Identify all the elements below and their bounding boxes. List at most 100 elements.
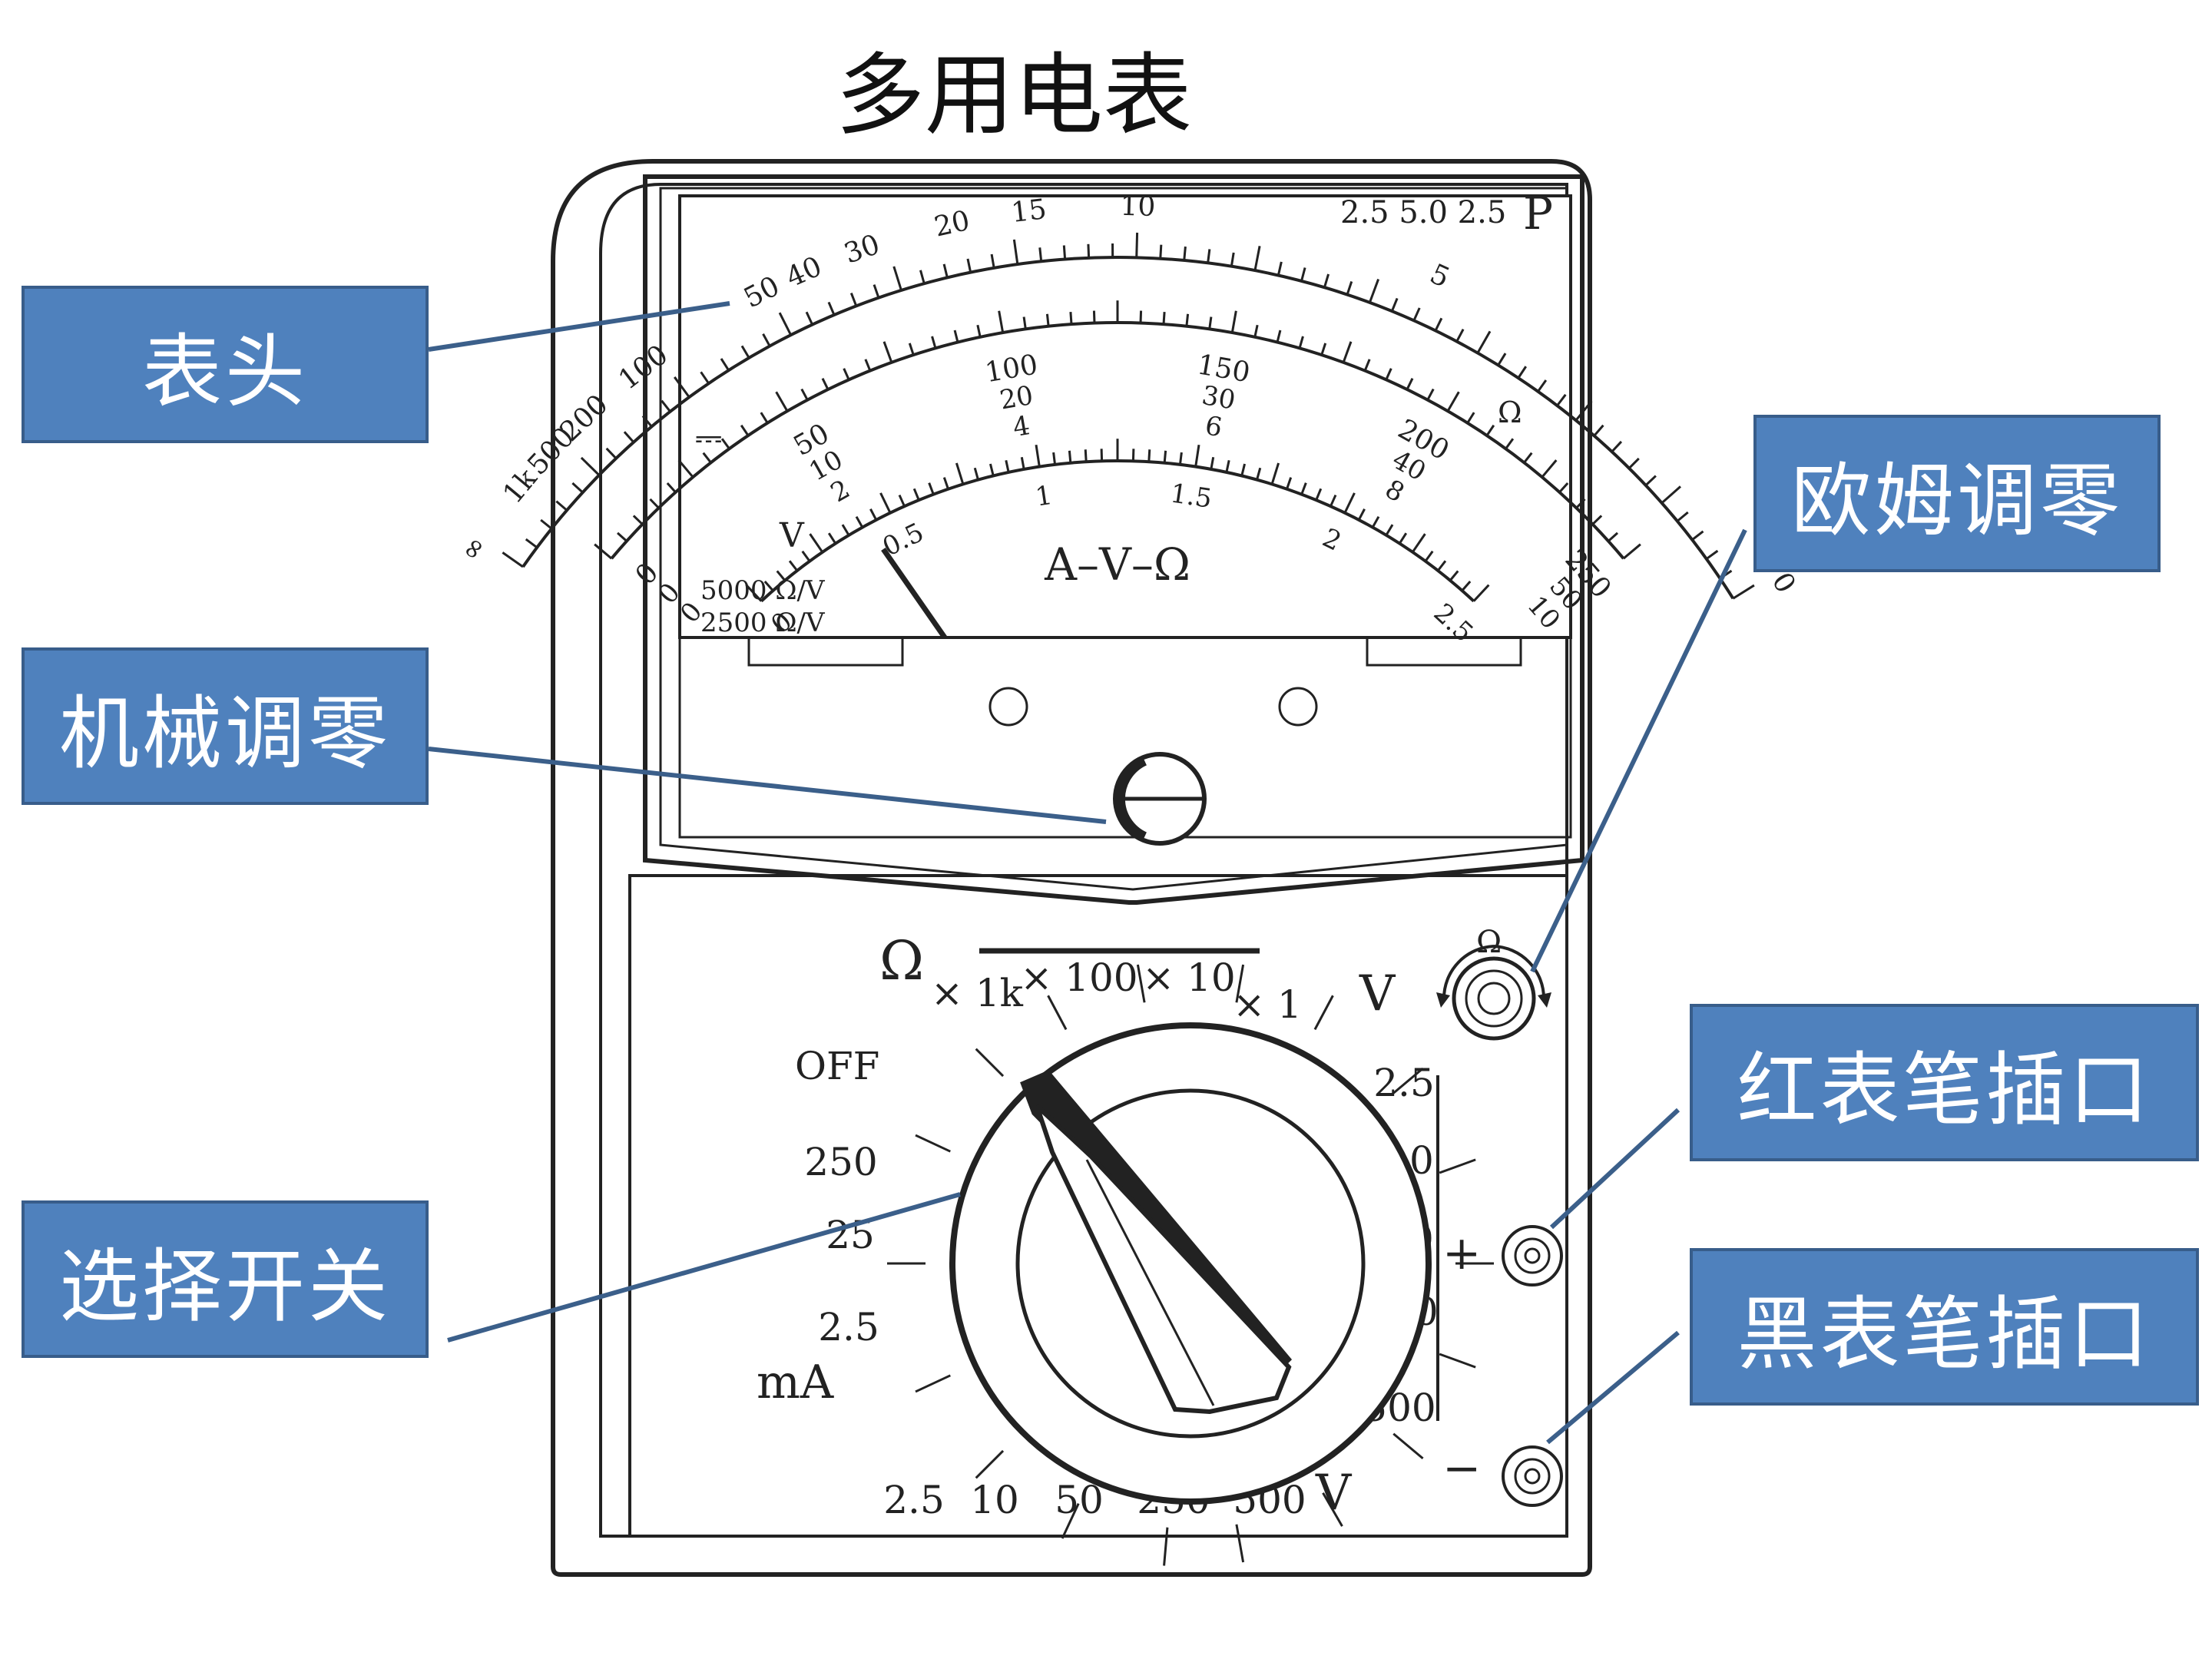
ohm-scale-tick bbox=[1040, 247, 1041, 261]
dcv-scale-tick bbox=[1593, 515, 1602, 524]
ac-scale-tick bbox=[1149, 449, 1150, 462]
dcv-scale-tick bbox=[1187, 314, 1188, 326]
dial-ma-250-label: 250 bbox=[804, 1140, 877, 1184]
ohm-scale-tick bbox=[1733, 585, 1753, 598]
dial-dcv-2.5-tick bbox=[976, 1451, 1003, 1478]
mirror-right bbox=[1367, 637, 1521, 665]
dial-ohm-100-label: × 100 bbox=[1020, 955, 1137, 1000]
ohm-unit-mark: Ω bbox=[1498, 396, 1522, 429]
dial-ohm-symbol: Ω bbox=[879, 929, 924, 992]
dcv-scale-tick bbox=[1624, 545, 1641, 559]
p-mark: P bbox=[1523, 187, 1553, 240]
label-meter-head: 表头 bbox=[22, 286, 429, 443]
ohm-scale-tick bbox=[1594, 426, 1604, 436]
dial-acv-10-tick bbox=[1439, 1160, 1475, 1173]
label-black-jack: 黑表笔插口 bbox=[1690, 1248, 2199, 1406]
red-jack-plus: + bbox=[1442, 1227, 1481, 1280]
ohm-scale-tick bbox=[556, 502, 567, 511]
ohm-scale-tick bbox=[1662, 486, 1681, 502]
ohm-scale-tick bbox=[624, 432, 634, 442]
dial-ma-2.5-tick bbox=[916, 1376, 950, 1392]
label-selector-switch: 选择开关 bbox=[22, 1200, 429, 1358]
ohm-scale-tick bbox=[526, 539, 537, 548]
ohm-scale-label: 10 bbox=[1120, 190, 1156, 223]
ohm-scale-tick bbox=[541, 520, 551, 528]
dcv-scale-tick bbox=[667, 483, 676, 492]
dial-off-tick bbox=[976, 1049, 1003, 1076]
dcv-scale-tick bbox=[650, 499, 658, 508]
class-text: 2.5 5.0 2.5 bbox=[1340, 195, 1506, 230]
mirror-left bbox=[749, 637, 902, 665]
dial-acv-2.5-label: 2.5 bbox=[1373, 1061, 1435, 1105]
dial-ohm-1k-label: × 1k bbox=[931, 971, 1024, 1015]
dial-knob-ohm: Ω bbox=[1476, 925, 1502, 960]
ohm-scale-label: ∞ bbox=[454, 530, 493, 567]
dial-acv-500-tick bbox=[1393, 1434, 1422, 1459]
black-jack-minus: − bbox=[1442, 1442, 1481, 1495]
ohm-scale-tick bbox=[1088, 244, 1089, 258]
leader-mech-zero bbox=[429, 749, 1106, 822]
dial-ohm-1k-tick bbox=[1048, 995, 1066, 1029]
label-mechanical-zero: 机械调零 bbox=[22, 647, 429, 805]
dcv-scale-tick bbox=[618, 533, 627, 541]
leader-red-jack bbox=[1551, 1110, 1678, 1227]
dial-dcv-250-tick bbox=[1237, 1525, 1243, 1562]
ohm-scale-tick bbox=[1612, 442, 1621, 452]
screw-right bbox=[1280, 688, 1316, 725]
ac-scale-tick bbox=[1180, 452, 1181, 465]
ac-scale-tick bbox=[1069, 451, 1070, 463]
ac-scale-tick bbox=[1085, 449, 1086, 462]
scale-center-text: A–V–Ω bbox=[1044, 538, 1190, 591]
ac-scale-label: 1.5 bbox=[1168, 478, 1214, 515]
dcv-mark: V bbox=[779, 516, 805, 555]
dcv-scale-tick bbox=[634, 515, 643, 524]
dial-dcv-unit: V bbox=[1315, 1465, 1353, 1522]
ohm-scale-tick bbox=[661, 401, 670, 412]
dial-ohm-1-tick bbox=[1315, 995, 1333, 1029]
selector-switch[interactable] bbox=[952, 1025, 1429, 1502]
dial-dcv-50-tick bbox=[1164, 1528, 1167, 1566]
dial-ma-unit: mA bbox=[757, 1356, 834, 1409]
dial-ma-2.5-label: 2.5 bbox=[818, 1305, 879, 1349]
mechanical-zero-screw[interactable] bbox=[1115, 754, 1204, 843]
dcv-scale-tick bbox=[594, 545, 611, 559]
ohm-scale-tick bbox=[1064, 246, 1065, 260]
ohm-scale-tick bbox=[1646, 476, 1656, 485]
dial-dcv-2.5-label: 2.5 bbox=[883, 1478, 945, 1522]
ac-scale-tick bbox=[1164, 451, 1165, 463]
dial-acv-250-tick bbox=[1439, 1354, 1475, 1367]
ohm-scale-tick bbox=[572, 483, 582, 492]
dial-ohm-1-label: × 1 bbox=[1233, 982, 1302, 1027]
label-ohm-zero: 欧姆调零 bbox=[1753, 415, 2161, 572]
ohm-scale-tick bbox=[502, 552, 523, 567]
acdc-mark: ⎓ bbox=[695, 419, 722, 458]
ohm-scale-tick bbox=[1629, 459, 1639, 469]
sensitivity-1: 5000 Ω/V bbox=[700, 575, 826, 606]
black-probe-jack[interactable] bbox=[1503, 1447, 1561, 1505]
dcv-50-label: 30 bbox=[1200, 380, 1237, 416]
dcv-scale-tick bbox=[1608, 533, 1618, 541]
dcv-50-label: 20 bbox=[998, 380, 1035, 416]
ohm-scale-tick bbox=[1677, 512, 1688, 521]
dial-dcv-10-label: 10 bbox=[970, 1478, 1019, 1522]
dial-ohm-10-label: × 10 bbox=[1142, 955, 1235, 1000]
ohm-scale-tick bbox=[1707, 551, 1718, 559]
dial-acv-unit: V bbox=[1359, 965, 1396, 1022]
dial-ma-250-tick bbox=[916, 1135, 950, 1151]
screw-left bbox=[990, 688, 1027, 725]
ac-scale-tick bbox=[1054, 452, 1055, 465]
ohm-scale-tick bbox=[607, 449, 616, 459]
ohm-scale-tick bbox=[1184, 247, 1186, 260]
ohm-scale-label: 15 bbox=[1010, 194, 1048, 229]
red-probe-jack[interactable] bbox=[1503, 1227, 1561, 1285]
ohm-scale-tick bbox=[581, 458, 599, 475]
sensitivity-2: 2500 Ω/V bbox=[700, 608, 826, 638]
label-red-jack: 红表笔插口 bbox=[1690, 1004, 2199, 1161]
ohm-scale-tick bbox=[1692, 531, 1703, 540]
dcv-scale-tick bbox=[1047, 314, 1048, 326]
leader-selector bbox=[448, 1194, 960, 1340]
dial-off: OFF bbox=[795, 1044, 879, 1088]
ohm-zero-knob[interactable] bbox=[1436, 946, 1551, 1038]
